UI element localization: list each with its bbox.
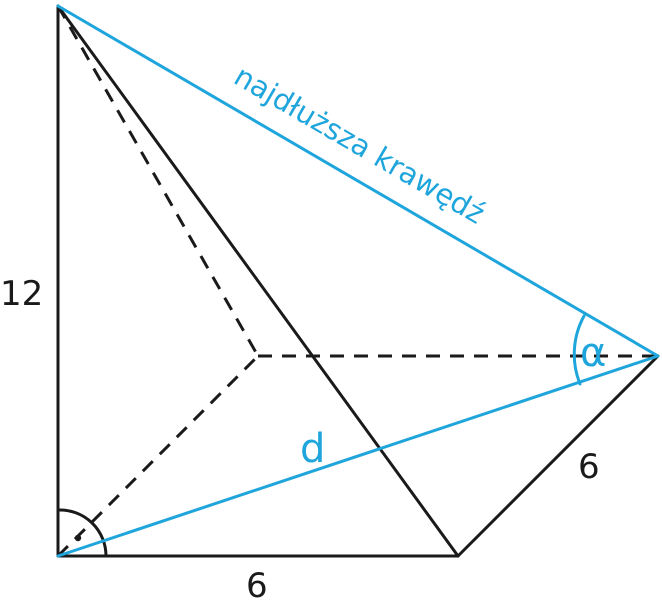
angle-arc (572, 314, 586, 386)
dashed-edge-corner-to-back (56, 354, 260, 558)
longest-edge-line (56, 4, 660, 358)
label-base-bottom: 6 (246, 566, 268, 600)
label-base-right: 6 (578, 447, 600, 487)
label-height: 12 (0, 274, 43, 314)
edge-base-right (456, 354, 660, 558)
edge-apex-to-front-right (56, 4, 460, 558)
right-angle-dot (74, 534, 82, 542)
label-diagonal: d (300, 426, 325, 472)
label-angle: α (580, 330, 606, 376)
label-longest-edge: najdłuższa krawędź (228, 59, 490, 231)
dashed-edge-apex-to-back (56, 5, 260, 357)
diagonal-line (56, 354, 660, 558)
right-angle-arc (56, 508, 108, 558)
